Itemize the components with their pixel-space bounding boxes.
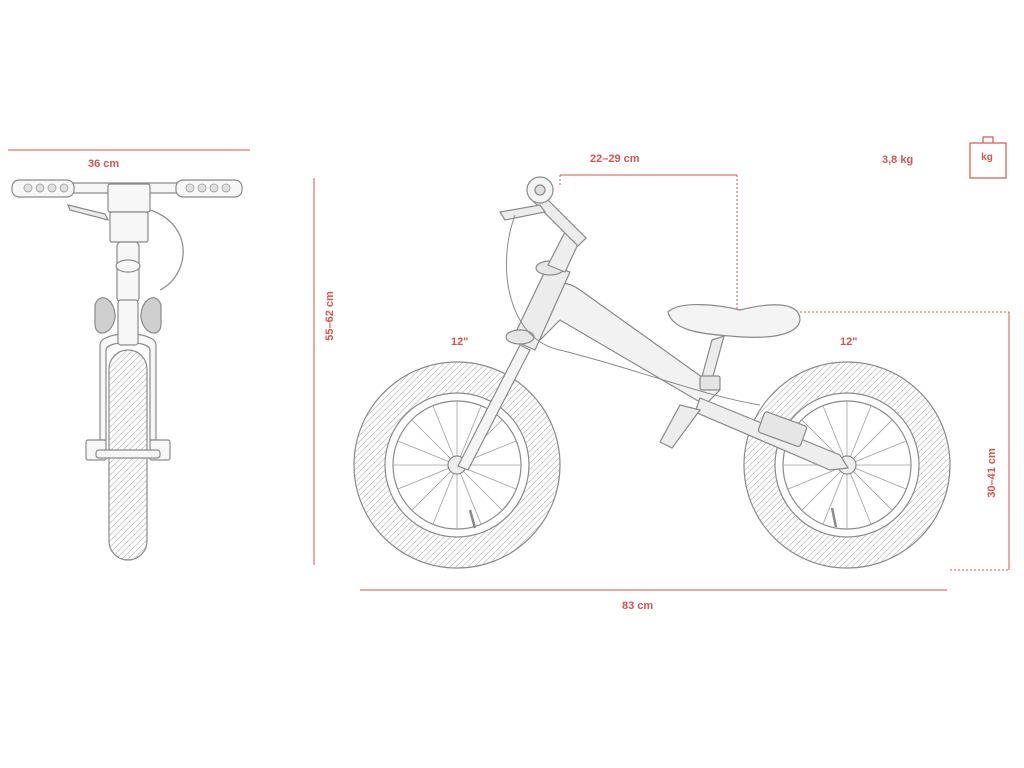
seat-height-label: 30–41 cm — [986, 448, 998, 498]
side-view-bike — [353, 176, 951, 569]
weight-value-label: 3,8 kg — [882, 154, 914, 166]
length-label: 83 cm — [622, 600, 654, 612]
weight-icon-label: kg — [981, 152, 993, 163]
weight-icon-box: kg — [969, 138, 1005, 178]
front-view-bike — [11, 179, 243, 561]
seat-offset-label: 22–29 cm — [590, 153, 640, 165]
front-wheel-size-label: 12" — [451, 336, 469, 348]
dimension-lines — [8, 149, 1010, 591]
rear-wheel — [743, 361, 951, 569]
handlebar-height-label: 55–62 cm — [324, 291, 336, 341]
saddle — [667, 303, 801, 338]
weight-icon — [969, 136, 1007, 179]
front-wheel — [353, 361, 561, 569]
rear-wheel-size-label: 12" — [840, 336, 858, 348]
width-label: 36 cm — [88, 158, 120, 170]
